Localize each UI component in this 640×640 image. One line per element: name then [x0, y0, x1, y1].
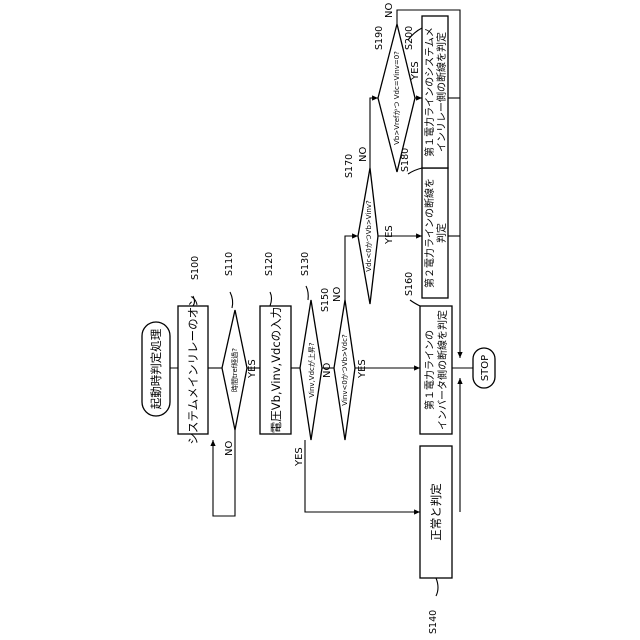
s180-line1: 第２電力ラインの断線を	[423, 178, 436, 288]
s110-leader	[230, 292, 233, 308]
s190-yes: YES	[410, 61, 421, 81]
s160-line2: インバータ側の断線を判定	[436, 310, 449, 430]
s110-yes: YES	[247, 359, 258, 379]
s130-no: NO	[322, 363, 333, 378]
s190-cond: Vb>Vrefかつ Vdc=Vinv=0?	[393, 51, 401, 145]
flow-line-s170-no	[370, 98, 378, 168]
flow-line-s150-no	[345, 236, 358, 300]
s190-id: S190	[374, 26, 385, 50]
s170-id: S170	[344, 154, 355, 178]
s170-no: NO	[358, 147, 369, 162]
s170-cond: Vdc<0かつVb>Vinv?	[365, 200, 373, 272]
s120-id: S120	[264, 252, 275, 276]
s200-line1: 第１電力ラインのシステムメ	[423, 27, 436, 157]
s160-leader	[410, 300, 420, 306]
flow-line-s130-yes	[305, 440, 420, 512]
s110-no: NO	[224, 441, 235, 456]
s110-cond: 時間tref経過?	[230, 348, 239, 392]
s150-yes: YES	[357, 359, 368, 379]
s170-yes: YES	[384, 225, 395, 245]
s200-line2: インリレー側の断線を判定	[435, 32, 448, 152]
s130-yes: YES	[294, 447, 305, 467]
s130-leader	[306, 286, 308, 300]
s160-line1: 第１電力ラインの	[423, 330, 436, 410]
s160-id: S160	[404, 272, 415, 296]
s130-cond: Vinv,Vdcが上昇?	[307, 342, 316, 397]
s110-id: S110	[224, 252, 235, 276]
s100-text: システムメインリレーのオン	[186, 295, 200, 444]
s100-id: S100	[190, 256, 201, 280]
start-label: 起動時判定処理	[149, 328, 163, 409]
s190-no: NO	[384, 3, 395, 18]
s140-text: 正常と判定	[429, 483, 443, 541]
stop-label: STOP	[480, 355, 491, 381]
s180-line2: 判定	[435, 223, 448, 243]
s150-id: S150	[320, 288, 331, 312]
s150-no: NO	[332, 287, 343, 302]
s140-id: S140	[428, 610, 439, 634]
s120-text: 電圧Vb,Vinv,Vdcの入力	[269, 307, 283, 433]
s130-id: S130	[300, 252, 311, 276]
s150-cond: Vinv<0かつVb>Vdc?	[341, 334, 349, 406]
s140-leader	[436, 578, 438, 596]
s120-leader	[270, 292, 272, 306]
